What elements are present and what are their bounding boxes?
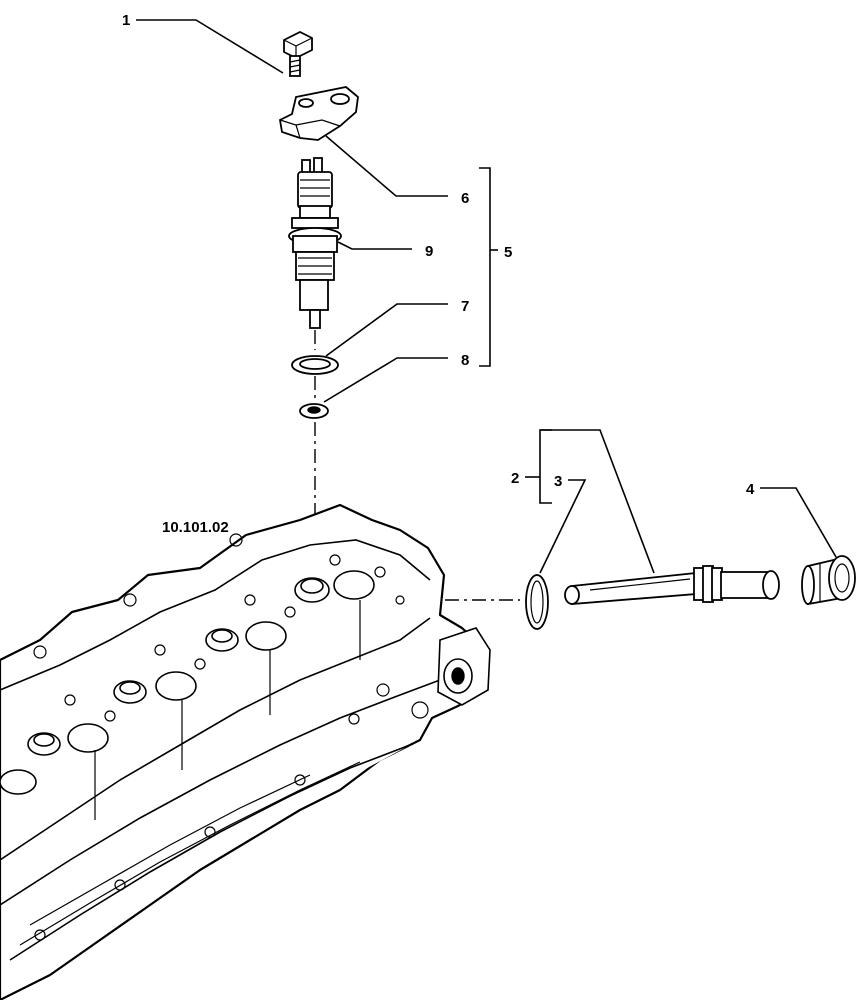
injector	[288, 157, 342, 329]
callout-5-bracket	[479, 167, 491, 367]
callout-5[interactable]: 5	[479, 167, 512, 367]
callout-3-leader	[539, 479, 587, 574]
callout-8[interactable]: 8	[323, 352, 469, 403]
callout-9[interactable]: 9	[337, 241, 433, 260]
callout-1-leader	[136, 19, 284, 74]
cylinder-head	[0, 503, 491, 1000]
callout-8-leader	[323, 357, 448, 403]
callout-3[interactable]: 3	[539, 473, 587, 574]
callout-6-number: 6	[461, 190, 469, 207]
callout-2-tube-leader	[540, 429, 655, 574]
callout-4-leader	[760, 487, 837, 558]
callout-2-number: 2	[511, 470, 519, 487]
sealing-ring	[291, 355, 339, 375]
callout-8-number: 8	[461, 352, 469, 369]
o-ring	[525, 574, 549, 630]
callout-1-number: 1	[122, 12, 130, 29]
connector-tube	[564, 565, 780, 605]
callout-3-number: 3	[554, 473, 562, 490]
callout-1[interactable]: 1	[122, 12, 284, 74]
bolt	[283, 30, 313, 77]
callout-9-number: 9	[425, 243, 433, 260]
callout-6-leader	[325, 135, 448, 197]
callout-4-number: 4	[746, 481, 755, 498]
callout-9-leader	[337, 241, 412, 250]
clamp	[279, 86, 359, 141]
callout-7-number: 7	[461, 298, 469, 315]
callout-2-bracket	[539, 429, 552, 504]
washer	[299, 403, 329, 419]
callout-7-leader	[325, 303, 448, 357]
callout-2[interactable]: 2	[511, 429, 655, 574]
callout-6[interactable]: 6	[325, 135, 469, 207]
callout-5-number: 5	[504, 244, 512, 261]
cylinder-head-reference-label: 10.101.02	[162, 519, 229, 536]
nut	[801, 555, 856, 606]
callout-7[interactable]: 7	[325, 298, 469, 357]
callout-4[interactable]: 4	[746, 481, 837, 558]
